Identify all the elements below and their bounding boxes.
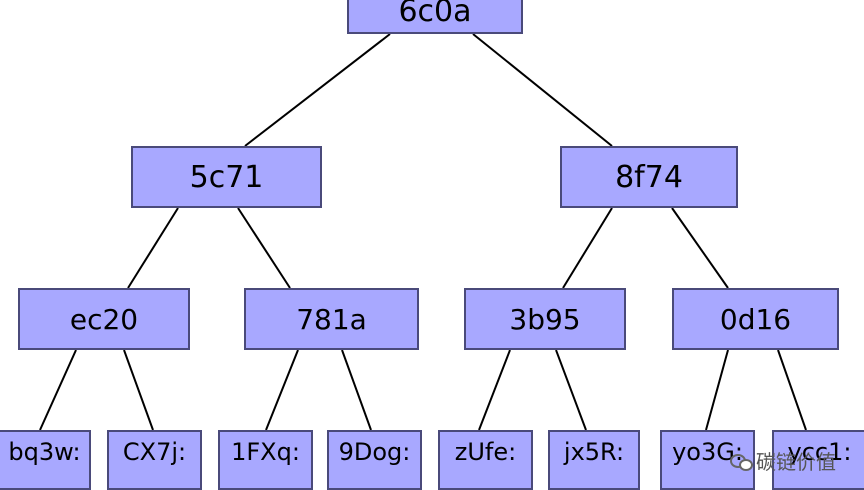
edge-0d16-yo3G <box>705 349 729 431</box>
node-5c71: 5c71 <box>131 146 322 208</box>
edge-781a-1FXq <box>265 349 299 431</box>
leaf-zUfe: zUfe: <box>438 430 533 490</box>
edge-5c71-ec20 <box>127 207 179 289</box>
node-3b95: 3b95 <box>464 288 626 350</box>
edge-0d16-ycc1 <box>777 349 807 431</box>
edge-ec20-bq3w <box>39 349 77 431</box>
node-781a: 781a <box>244 288 419 350</box>
leaf-CX7j-label: CX7j: <box>122 438 187 466</box>
node-ec20: ec20 <box>18 288 190 350</box>
edge-8f74-3b95 <box>562 207 613 289</box>
leaf-9Dog-label: 9Dog: <box>338 438 411 466</box>
watermark: 碳链价值 <box>730 446 836 475</box>
edge-8f74-0d16 <box>671 207 729 289</box>
edge-root-8f74 <box>472 33 613 147</box>
leaf-9Dog: 9Dog: <box>327 430 422 490</box>
node-0d16-label: 0d16 <box>719 302 792 336</box>
node-8f74-label: 8f74 <box>615 159 683 195</box>
node-3b95-label: 3b95 <box>509 302 581 336</box>
leaf-1FXq-label: 1FXq: <box>231 438 300 466</box>
watermark-text: 碳链价值 <box>756 450 836 474</box>
leaf-ycc1-label: ycc1: <box>787 438 852 466</box>
node-root: 6c0a <box>347 0 523 34</box>
leaf-bq3w: bq3w: <box>0 430 91 490</box>
node-5c71-label: 5c71 <box>189 159 264 195</box>
wechat-icon <box>730 452 753 471</box>
leaf-jx5R-label: jx5R: <box>563 438 625 466</box>
node-root-label: 6c0a <box>398 0 472 29</box>
node-781a-label: 781a <box>296 302 367 336</box>
tree-edges <box>39 33 807 431</box>
node-ec20-label: ec20 <box>69 302 139 336</box>
leaf-bq3w-label: bq3w: <box>8 438 81 466</box>
leaf-zUfe-label: zUfe: <box>454 438 517 466</box>
edge-root-5c71 <box>244 33 391 147</box>
edge-3b95-zUfe <box>478 349 511 431</box>
edge-ec20-CX7j <box>123 349 154 431</box>
leaf-CX7j: CX7j: <box>107 430 202 490</box>
edge-781a-9Dog <box>341 349 372 431</box>
edge-3b95-jx5R <box>555 349 587 431</box>
leaf-1FXq: 1FXq: <box>218 430 313 490</box>
node-8f74: 8f74 <box>560 146 738 208</box>
leaf-jx5R: jx5R: <box>548 430 640 490</box>
node-0d16: 0d16 <box>672 288 839 350</box>
edge-5c71-781a <box>237 207 291 289</box>
